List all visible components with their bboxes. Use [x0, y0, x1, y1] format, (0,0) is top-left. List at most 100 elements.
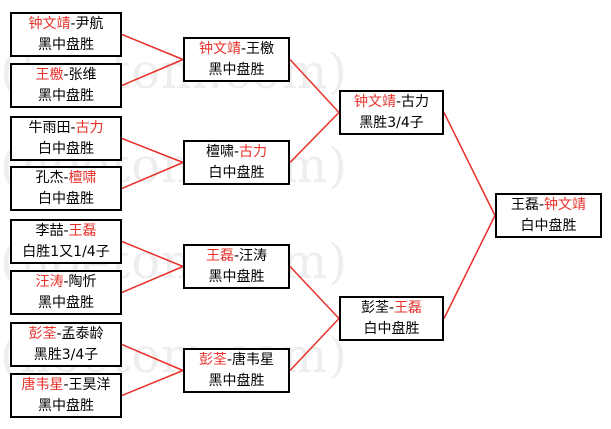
- connector-line: [443, 215, 496, 319]
- match-box: 彭荃-唐韦星黑中盘胜: [183, 348, 290, 393]
- player-name: 王磊: [205, 247, 234, 264]
- connector-line: [121, 58, 184, 87]
- match-result: 白中盘胜: [363, 320, 420, 337]
- vs-separator: -: [233, 143, 240, 160]
- match-players: 汪涛-陶忻: [35, 272, 96, 293]
- match-box: 彭荃-王磊白中盘胜: [339, 296, 444, 341]
- match-players: 钟文靖-王檄: [199, 39, 274, 60]
- match-players: 檀啸-古力: [206, 142, 267, 163]
- connector-line: [443, 112, 496, 216]
- vs-separator: -: [63, 376, 69, 393]
- player-name: 张维: [68, 66, 97, 83]
- match-box: 牛雨田-古力白中盘胜: [10, 116, 122, 161]
- match-box: 李喆-王磊白胜1又1/4子: [10, 219, 122, 264]
- match-result: 白中盘胜: [520, 217, 577, 234]
- match-players: 王檄-张维: [35, 65, 96, 86]
- player-name: 王磊: [510, 196, 539, 213]
- player-name: 檀啸: [68, 169, 97, 186]
- vs-separator: -: [56, 325, 62, 342]
- match-result: 黑胜3/4子: [359, 114, 424, 131]
- player-name: 彭荃: [28, 325, 57, 342]
- connector-line: [121, 265, 184, 294]
- player-name: 王磊: [394, 299, 423, 316]
- match-result: 白中盘胜: [38, 140, 94, 157]
- match-result: 黑中盘胜: [208, 61, 265, 78]
- vs-separator: -: [240, 40, 247, 57]
- player-name: 古力: [401, 93, 430, 110]
- player-name: 唐韦星: [21, 376, 64, 393]
- match-result: 黑胜3/4子: [33, 346, 99, 363]
- match-box: 钟文靖-古力黑胜3/4子: [339, 90, 444, 135]
- vs-separator: -: [538, 196, 545, 213]
- connector-line: [121, 343, 184, 372]
- match-result: 白中盘胜: [208, 164, 265, 181]
- player-name: 钟文靖: [353, 93, 396, 110]
- player-name: 唐韦星: [232, 351, 275, 368]
- connector-line: [121, 33, 184, 61]
- player-name: 陶忻: [68, 273, 97, 290]
- player-name: 汪涛: [35, 273, 64, 290]
- match-players: 唐韦星-王昊洋: [21, 375, 110, 396]
- connector-line: [121, 240, 184, 268]
- vs-separator: -: [388, 299, 395, 316]
- vs-separator: -: [395, 93, 402, 110]
- player-name: 汪涛: [239, 247, 268, 264]
- player-name: 彭荃: [198, 351, 227, 368]
- player-name: 孔杰: [35, 169, 64, 186]
- player-name: 尹航: [75, 15, 104, 32]
- match-players: 钟文靖-尹航: [28, 14, 103, 35]
- player-name: 古力: [75, 119, 104, 136]
- match-box: 钟文靖-尹航黑中盘胜: [10, 12, 122, 57]
- connector-line: [289, 58, 340, 114]
- match-result: 白中盘胜: [38, 190, 94, 207]
- vs-separator: -: [63, 66, 69, 83]
- player-name: 檀啸: [205, 143, 234, 160]
- player-name: 王磊: [68, 222, 97, 239]
- player-name: 钟文靖: [28, 15, 71, 32]
- player-name: 钟文靖: [198, 40, 241, 57]
- player-name: 王檄: [35, 66, 64, 83]
- vs-separator: -: [63, 273, 69, 290]
- vs-separator: -: [233, 247, 240, 264]
- connector-line: [289, 265, 340, 320]
- match-players: 孔杰-檀啸: [35, 168, 96, 189]
- match-result: 黑中盘胜: [38, 36, 94, 53]
- match-box: 汪涛-陶忻黑中盘胜: [10, 270, 122, 315]
- connector-line: [121, 161, 184, 190]
- match-result: 黑中盘胜: [38, 87, 94, 104]
- player-name: 李喆: [35, 222, 64, 239]
- match-players: 王磊-汪涛: [206, 246, 267, 267]
- match-box: 王磊-汪涛黑中盘胜: [183, 244, 290, 289]
- match-box: 孔杰-檀啸白中盘胜: [10, 166, 122, 211]
- match-players: 彭荃-王磊: [361, 298, 422, 319]
- connector-line: [121, 137, 184, 164]
- match-result: 黑中盘胜: [38, 397, 94, 414]
- player-name: 孟泰龄: [61, 325, 104, 342]
- vs-separator: -: [63, 169, 69, 186]
- match-box: 钟文靖-王檄黑中盘胜: [183, 37, 290, 82]
- player-name: 钟文靖: [544, 196, 587, 213]
- match-box: 唐韦星-王昊洋黑中盘胜: [10, 373, 122, 418]
- connector-line: [289, 111, 340, 164]
- match-result: 黑中盘胜: [208, 268, 265, 285]
- player-name: 王昊洋: [68, 376, 111, 393]
- match-box: 王檄-张维黑中盘胜: [10, 63, 122, 108]
- match-players: 彭荃-唐韦星: [199, 350, 274, 371]
- match-box: 王磊-钟文靖白中盘胜: [495, 193, 602, 238]
- player-name: 彭荃: [360, 299, 389, 316]
- vs-separator: -: [70, 119, 76, 136]
- match-players: 彭荃-孟泰龄: [28, 324, 103, 345]
- match-players: 钟文靖-古力: [354, 92, 429, 113]
- player-name: 古力: [239, 143, 268, 160]
- player-name: 王檄: [246, 40, 275, 57]
- match-players: 李喆-王磊: [35, 221, 96, 242]
- match-result: 白胜1又1/4子: [22, 243, 110, 260]
- match-box: 檀啸-古力白中盘胜: [183, 140, 290, 185]
- match-box: 彭荃-孟泰龄黑胜3/4子: [10, 322, 122, 367]
- vs-separator: -: [70, 15, 76, 32]
- match-result: 黑中盘胜: [208, 372, 265, 389]
- match-result: 黑中盘胜: [38, 294, 94, 311]
- match-players: 牛雨田-古力: [28, 118, 103, 139]
